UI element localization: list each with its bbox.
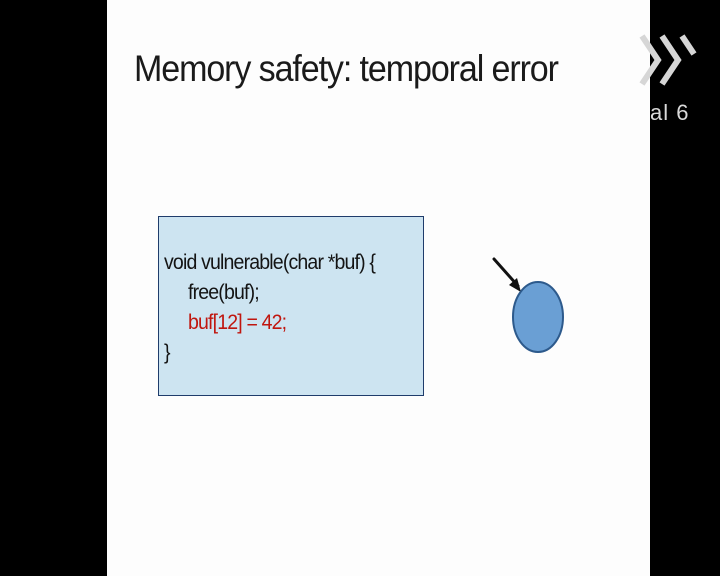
arrow-icon [492,257,521,292]
slide: Memory safety: temporal error void vulne… [107,0,650,576]
code-line-4: } [164,341,171,364]
memory-diagram [492,257,564,353]
code-line-2: free(buf); [188,281,260,304]
code-line-3-highlighted: buf[12] = 42; [188,311,287,334]
channel-logo-icon [639,34,697,86]
memory-object-circle [512,281,564,353]
slide-title: Memory safety: temporal error [134,48,559,89]
code-line-1: void vulnerable(char *buf) { [164,251,376,274]
code-box: void vulnerable(char *buf) { free(buf); … [158,216,424,396]
channel-logo-text: al 6 [650,100,690,125]
